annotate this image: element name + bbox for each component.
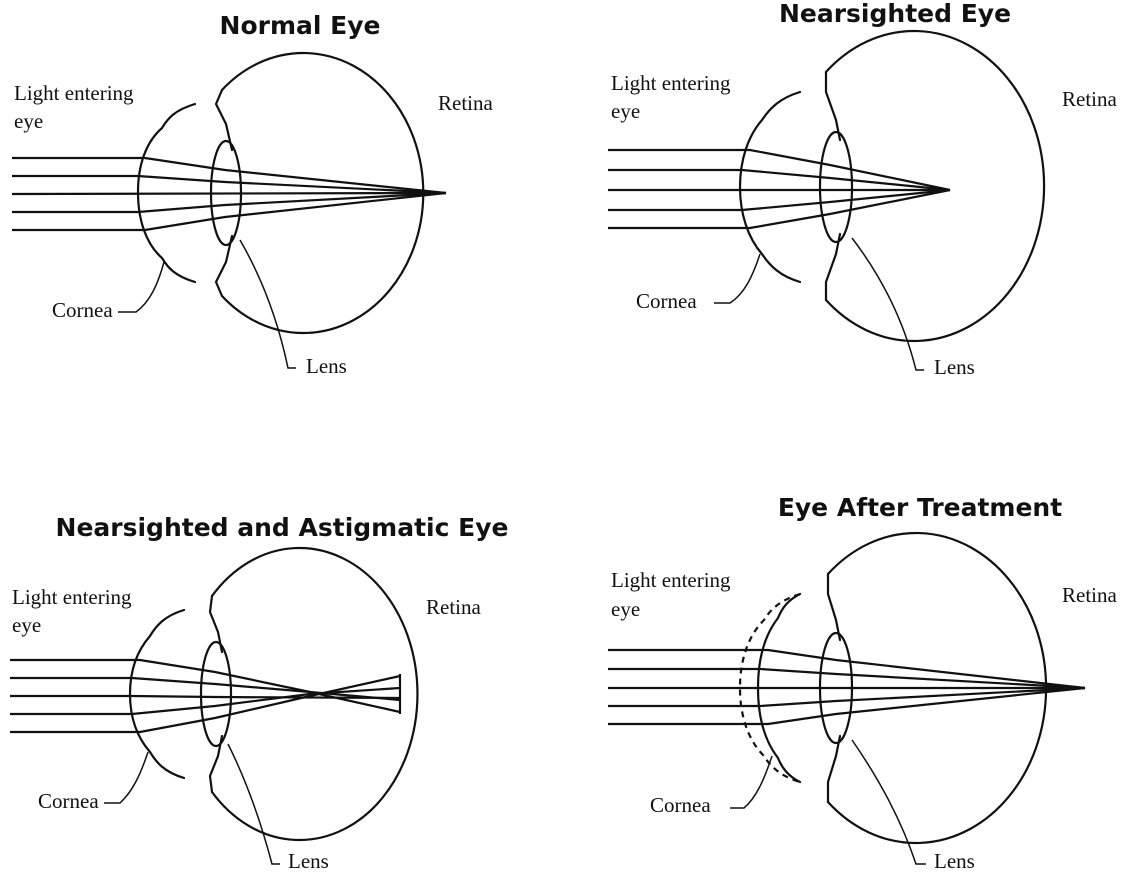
panel-nearsighted-eye: Nearsighted Eye Light entering eye Retin… [608, 0, 1117, 379]
lens-label: Lens [934, 849, 975, 873]
light-ray [10, 676, 400, 732]
light-entering-eye-label: eye [12, 613, 41, 637]
retina-label: Retina [1062, 87, 1117, 111]
cornea [130, 610, 184, 778]
light-ray [608, 669, 1085, 688]
lens-label: Lens [934, 355, 975, 379]
panel-title: Normal Eye [220, 11, 381, 40]
light-ray [12, 193, 446, 194]
lens-leader-line [228, 744, 280, 864]
lens-leader-line [852, 238, 924, 370]
retina-label: Retina [1062, 583, 1117, 607]
lens-leader-line [240, 240, 296, 368]
panel-nearsighted-astigmatic-eye: Nearsighted and Astigmatic Eye Light ent… [10, 513, 508, 873]
light-entering-eye-label: eye [611, 99, 640, 123]
panel-title: Nearsighted Eye [779, 0, 1011, 28]
light-ray [608, 688, 1085, 706]
cornea-leader-line [118, 262, 164, 312]
cornea-leader-line [714, 254, 760, 303]
light-entering-label: Light entering [611, 568, 731, 592]
lens [820, 132, 852, 242]
lens-leader-line [852, 740, 926, 864]
light-entering-label: Light entering [12, 585, 132, 609]
lens [201, 642, 231, 746]
light-entering-eye-label: eye [611, 597, 640, 621]
iris-lower [828, 736, 840, 802]
cornea-leader-line [730, 756, 772, 808]
cornea-label: Cornea [38, 789, 99, 813]
iris-upper [826, 72, 840, 140]
panel-normal-eye: Normal Eye Light entering eye Retina Cor… [12, 11, 493, 378]
cornea-leader-line [104, 752, 148, 803]
lens-label: Lens [288, 849, 329, 873]
light-entering-label: Light entering [14, 81, 134, 105]
cornea-label: Cornea [650, 793, 711, 817]
light-entering-label: Light entering [611, 71, 731, 95]
cornea-label: Cornea [52, 298, 113, 322]
iris-lower [826, 234, 840, 300]
cornea-label: Cornea [636, 289, 697, 313]
retina-label: Retina [438, 91, 493, 115]
retina-label: Retina [426, 595, 481, 619]
light-ray [12, 176, 446, 193]
light-ray [10, 696, 400, 698]
panel-title: Eye After Treatment [778, 493, 1062, 522]
panel-eye-after-treatment: Eye After Treatment Light entering eye R… [608, 493, 1117, 873]
light-entering-eye-label: eye [14, 109, 43, 133]
light-ray [12, 193, 446, 212]
panel-title: Nearsighted and Astigmatic Eye [56, 513, 509, 542]
lens-label: Lens [306, 354, 347, 378]
iris-upper [828, 574, 840, 640]
light-ray [10, 688, 400, 714]
cornea [740, 92, 800, 282]
light-ray [10, 660, 400, 712]
